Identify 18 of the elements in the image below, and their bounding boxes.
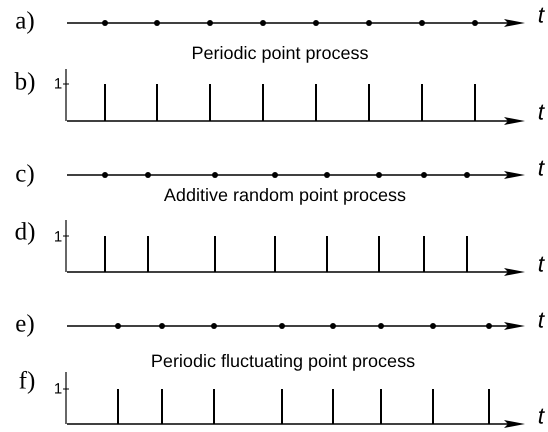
axis-label: t <box>538 100 544 124</box>
panel-letter: e) <box>15 312 35 336</box>
caption: Periodic point process <box>191 44 369 62</box>
axis-label: t <box>538 252 544 276</box>
tick-label: 1 <box>54 76 62 92</box>
caption: Periodic fluctuating point process <box>150 352 416 370</box>
axis-label: t <box>538 156 544 180</box>
axis-label: t <box>538 308 544 332</box>
panel-letter: f) <box>18 368 36 394</box>
caption: Additive random point process <box>164 186 406 204</box>
panel-letter: b) <box>14 70 36 94</box>
tick-label: 1 <box>54 230 62 244</box>
axis-label: t <box>538 4 544 26</box>
axis-label: t <box>538 404 544 428</box>
panel-letter: d) <box>14 220 36 244</box>
panel-letter: c) <box>15 162 35 186</box>
tick-label: 1 <box>54 382 62 396</box>
panel-letter: a) <box>15 8 35 34</box>
